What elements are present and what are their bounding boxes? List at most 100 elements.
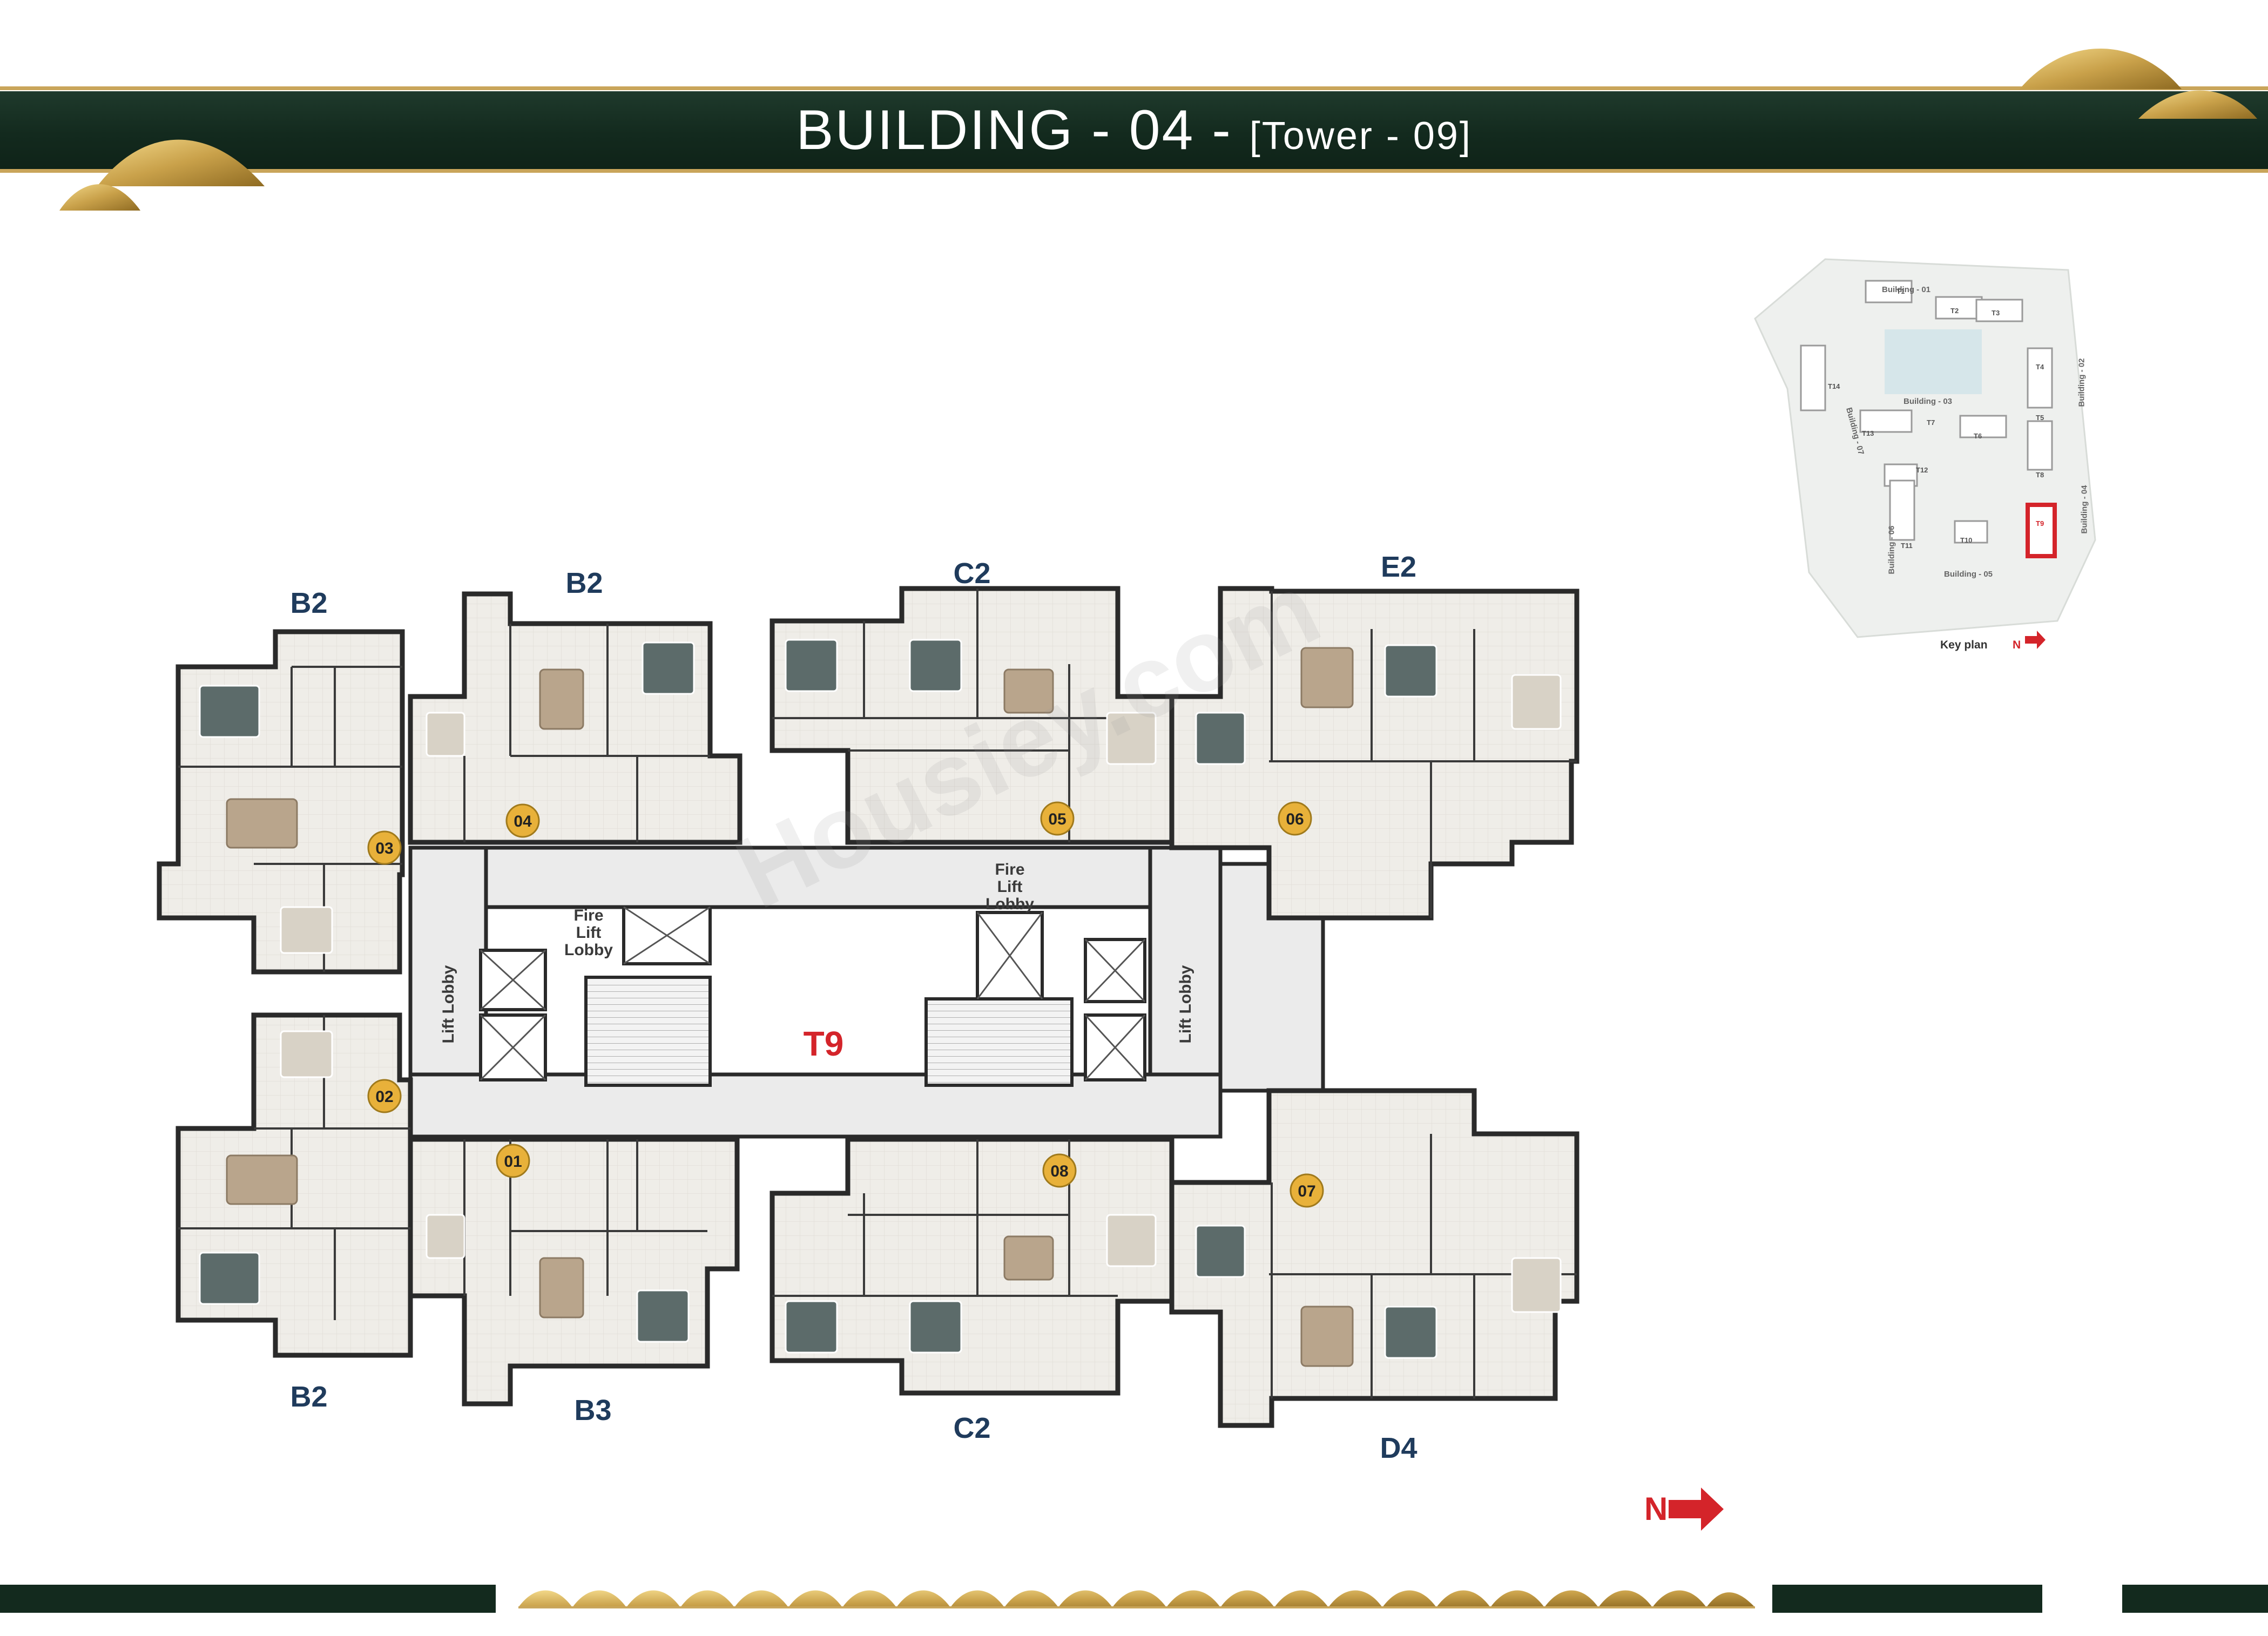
key-plan-building-01: Building - 01 — [1882, 285, 1931, 294]
header-gold-line-top — [0, 86, 2268, 90]
bed-u06-3 — [1511, 674, 1562, 730]
core-corridor — [408, 846, 1325, 1139]
unit-type-08: C2 — [953, 1412, 990, 1444]
bed-u02-2 — [280, 1030, 333, 1078]
key-plan-label: Key plan — [1940, 639, 1988, 651]
bed-u03-2 — [280, 906, 333, 954]
key-plan-north: N — [2013, 639, 2021, 651]
unit-number-06: 06 — [1286, 810, 1304, 828]
key-plan — [1754, 258, 2096, 649]
gold-wave-left-small — [59, 184, 140, 211]
bed-u05-2 — [909, 639, 962, 692]
fire-lift-lobby-left-1: Fire — [573, 907, 603, 924]
lift-lobby-right-label: Lift Lobby — [1177, 965, 1194, 1043]
title-sub: [Tower - 09] — [1249, 114, 1472, 158]
key-plan-building-06: Building - 06 — [1887, 525, 1896, 574]
key-plan-t13: T13 — [1862, 429, 1874, 437]
bed-u05-3 — [1106, 712, 1157, 765]
bed-u01-2 — [426, 1214, 465, 1259]
corridor-top — [408, 846, 1223, 909]
unit-type-01: B3 — [574, 1394, 611, 1427]
bed-u04-1 — [642, 641, 695, 695]
north-letter: N — [1644, 1491, 1668, 1527]
fire-lift-lobby-left-2: Lift — [576, 924, 602, 942]
bed-u01-1 — [636, 1289, 690, 1343]
footer-band-left — [0, 1585, 496, 1613]
key-plan-t5: T5 — [2036, 414, 2044, 422]
beds — [199, 639, 1562, 1359]
tower-label: T9 — [804, 1024, 844, 1063]
bed-u08-1 — [785, 1300, 838, 1354]
title-banner — [0, 91, 2268, 169]
key-plan-t4: T4 — [2036, 363, 2044, 371]
unit-type-06: E2 — [1381, 551, 1416, 583]
bed-u03-1 — [199, 685, 260, 738]
bed-u04-2 — [426, 712, 465, 757]
bed-u02-1 — [199, 1252, 260, 1305]
key-plan-t12: T12 — [1916, 466, 1928, 474]
unit-number-03: 03 — [375, 840, 393, 857]
key-plan-pool — [1885, 329, 1982, 394]
unit-08-footprint — [770, 1137, 1174, 1396]
key-plan-t7: T7 — [1927, 418, 1935, 427]
fire-lift-lobby-left-3: Lobby — [564, 941, 613, 959]
fire-lift-lobby-top-3: Lobby — [986, 895, 1034, 913]
unit-number-02: 02 — [375, 1088, 393, 1106]
stair-left — [584, 976, 712, 1087]
sofa-u08 — [1003, 1235, 1054, 1281]
fire-lift-lobby-top-1: Fire — [995, 861, 1024, 878]
bed-u05-1 — [785, 639, 838, 692]
unit-type-03: B2 — [290, 587, 327, 619]
unit-type-07: D4 — [1380, 1432, 1417, 1464]
key-plan-t1: T1 — [1896, 287, 1905, 295]
unit-type-02: B2 — [290, 1381, 327, 1413]
key-plan-t2: T2 — [1950, 307, 1959, 315]
sofa-u04 — [539, 668, 584, 730]
sofa-u05 — [1003, 668, 1054, 714]
key-plan-north-arrow-icon — [2025, 631, 2046, 649]
corridor-right — [1148, 846, 1223, 1098]
key-plan-t14: T14 — [1828, 382, 1840, 390]
page-title: BUILDING - 04 - [Tower - 09] — [0, 98, 2268, 163]
sofa-u02 — [226, 1154, 298, 1205]
gold-wave-right — [2020, 48, 2182, 89]
key-plan-t11: T11 — [1901, 542, 1913, 550]
fire-lift-lobby-top-2: Lift — [997, 878, 1023, 896]
sofa-u06 — [1300, 647, 1354, 708]
key-plan-t6: T6 — [1974, 432, 1982, 440]
unit-05-footprint — [770, 586, 1174, 845]
footer-band-right — [1772, 1585, 2042, 1613]
unit-number-01: 01 — [504, 1153, 522, 1171]
sofa-u01 — [539, 1257, 584, 1319]
bed-u08-3 — [1106, 1214, 1157, 1267]
unit-type-05: C2 — [953, 557, 990, 590]
unit-number-04: 04 — [514, 813, 532, 830]
north-arrow-icon — [1669, 1488, 1724, 1531]
header-gold-line-bottom — [0, 169, 2268, 173]
bed-u08-2 — [909, 1300, 962, 1354]
bed-u06-2 — [1384, 644, 1437, 698]
key-plan-building-03: Building - 03 — [1904, 397, 1952, 406]
bed-u07-3 — [1511, 1257, 1562, 1313]
footer-band-far-right — [2122, 1585, 2268, 1613]
key-plan-site — [1754, 258, 2096, 638]
key-plan-t8: T8 — [2036, 471, 2044, 479]
gold-wave-right-small — [2138, 90, 2257, 119]
corridor-bottom — [408, 1072, 1223, 1139]
unit-number-07: 07 — [1298, 1182, 1315, 1200]
sofa-u07 — [1300, 1306, 1354, 1367]
gold-wave-left — [97, 139, 265, 186]
lift-lobby-left-label: Lift Lobby — [440, 965, 457, 1043]
unit-badges — [367, 801, 1324, 1208]
unit-type-04: B2 — [565, 567, 603, 599]
key-plan-t10: T10 — [1960, 536, 1973, 544]
bed-u07-2 — [1384, 1306, 1437, 1359]
key-plan-towers — [1800, 280, 2053, 544]
stair-right — [924, 997, 1074, 1087]
unit-number-08: 08 — [1050, 1162, 1068, 1180]
living-furniture — [226, 647, 1354, 1367]
unit-06-footprint — [1169, 586, 1580, 921]
key-plan-building-02: Building - 02 — [2077, 358, 2087, 407]
